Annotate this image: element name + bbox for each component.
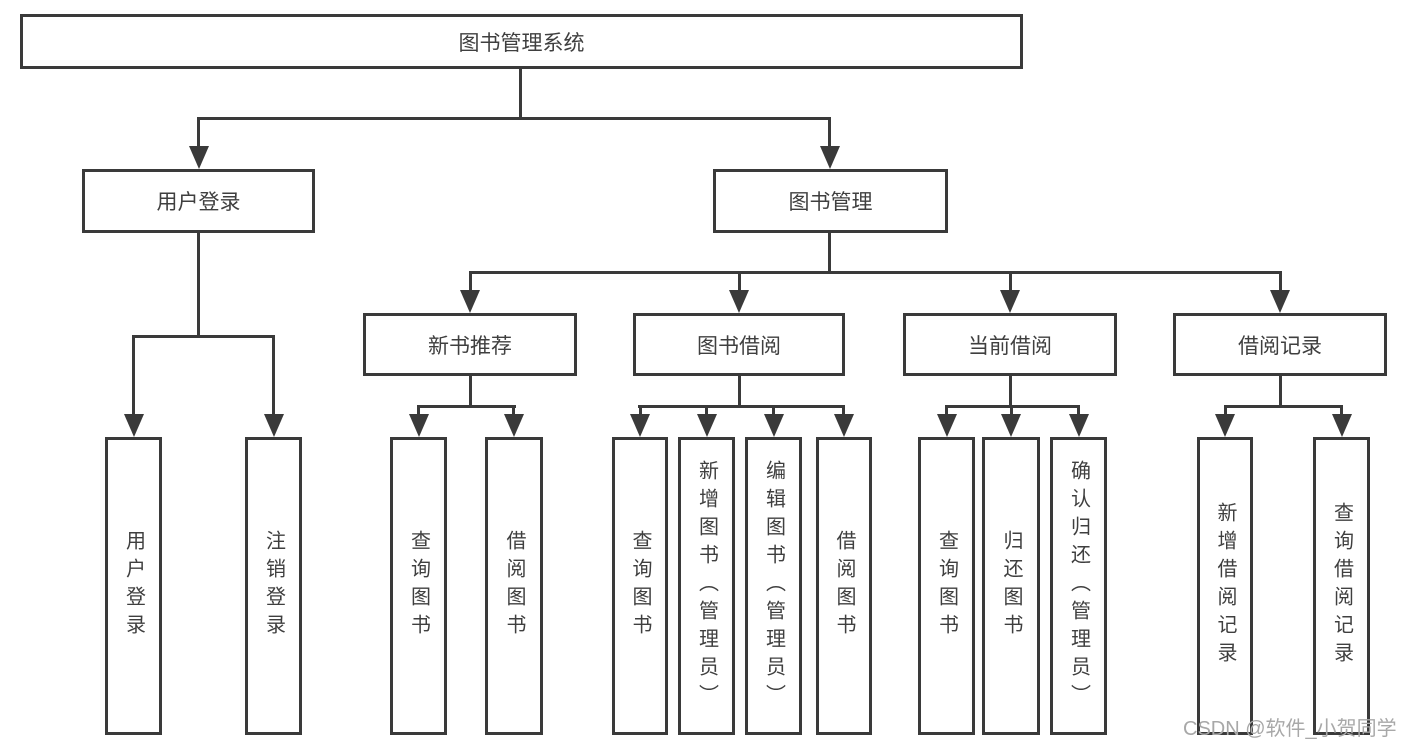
arrowhead-down-bb-query	[630, 414, 650, 437]
connector-stem-borrow-records	[1279, 271, 1282, 295]
leaf-user-login: 用户登录	[105, 437, 162, 735]
node-borrowing-records: 借阅记录	[1173, 313, 1387, 376]
arrowhead-down-bb-add	[697, 414, 717, 437]
leaf-query-book-bb: 查询图书	[612, 437, 668, 735]
arrowhead-down-nb-query	[409, 414, 429, 437]
arrowhead-down-br-add	[1215, 414, 1235, 437]
connector-stem-nb-borrow	[512, 405, 515, 419]
leaf-return-book: 归还图书	[982, 437, 1040, 735]
arrowhead-down-cb-return	[1001, 414, 1021, 437]
arrowhead-down-nb-borrow	[504, 414, 524, 437]
connector-stem-cb-query	[945, 405, 948, 419]
node-library-management-system: 图书管理系统	[20, 14, 1023, 69]
connector-stem-leaf-login	[132, 335, 135, 419]
connector-new-book-split	[417, 405, 516, 408]
leaf-borrow-book-nb: 借阅图书	[485, 437, 543, 735]
connector-stem-leaf-logout	[272, 335, 275, 419]
connector-root-split	[197, 117, 831, 120]
arrowhead-down-leaf-logout	[264, 414, 284, 437]
connector-stem-cb-return	[1010, 405, 1013, 419]
arrowhead-down-book-management	[820, 146, 840, 169]
leaf-confirm-return-admin: 确认归还（管理员）	[1050, 437, 1107, 735]
arrowhead-down-user-login	[189, 146, 209, 169]
connector-borrow-records-split	[1224, 405, 1343, 408]
node-book-management: 图书管理	[713, 169, 948, 233]
arrowhead-down-cb-query	[937, 414, 957, 437]
connector-stem-book-management	[828, 117, 831, 151]
connector-stem-user-login	[197, 117, 200, 151]
connector-borrow-records-stem	[1279, 374, 1282, 407]
connector-stem-new-book	[469, 271, 472, 295]
connector-stem-current-borrow	[1009, 271, 1012, 295]
connector-stem-br-query	[1340, 405, 1343, 419]
connector-stem-nb-query	[417, 405, 420, 419]
connector-current-borrow-stem	[1009, 374, 1012, 407]
watermark: CSDN @软件_小贺同学	[1183, 718, 1397, 740]
leaf-add-borrow-record: 新增借阅记录	[1197, 437, 1253, 735]
arrowhead-down-leaf-login	[124, 414, 144, 437]
arrowhead-down-borrow-records	[1270, 290, 1290, 313]
arrowhead-down-book-borrow	[729, 290, 749, 313]
node-book-borrowing: 图书借阅	[633, 313, 845, 376]
connector-new-book-stem	[469, 374, 472, 407]
arrowhead-down-bb-borrow	[834, 414, 854, 437]
node-user-login: 用户登录	[82, 169, 315, 233]
arrowhead-down-new-book	[460, 290, 480, 313]
leaf-edit-book-admin: 编辑图书（管理员）	[745, 437, 802, 735]
arrowhead-down-current-borrow	[1000, 290, 1020, 313]
connector-book-borrow-stem	[738, 374, 741, 407]
connector-user-login-stem	[197, 231, 200, 337]
connector-stem-br-add	[1224, 405, 1227, 419]
connector-stem-bb-query	[639, 405, 642, 419]
connector-stem-bb-add	[705, 405, 708, 419]
arrowhead-down-cb-confirm	[1069, 414, 1089, 437]
leaf-query-book-nb: 查询图书	[390, 437, 447, 735]
connector-root-stem	[519, 67, 522, 119]
node-new-book-recommendation: 新书推荐	[363, 313, 577, 376]
arrowhead-down-bb-edit	[764, 414, 784, 437]
connector-stem-cb-confirm	[1077, 405, 1080, 419]
leaf-borrow-book-bb: 借阅图书	[816, 437, 872, 735]
node-current-borrowing: 当前借阅	[903, 313, 1117, 376]
connector-book-borrow-split	[638, 405, 845, 408]
arrowhead-down-br-query	[1332, 414, 1352, 437]
connector-book-management-stem	[828, 231, 831, 273]
connector-stem-bb-edit	[772, 405, 775, 419]
connector-user-login-split	[132, 335, 275, 338]
leaf-query-borrow-record: 查询借阅记录	[1313, 437, 1370, 735]
connector-stem-bb-borrow	[842, 405, 845, 419]
leaf-logout: 注销登录	[245, 437, 302, 735]
leaf-query-book-cb: 查询图书	[918, 437, 975, 735]
connector-book-management-split	[469, 271, 1281, 274]
leaf-add-book-admin: 新增图书（管理员）	[678, 437, 735, 735]
connector-stem-book-borrow	[738, 271, 741, 295]
